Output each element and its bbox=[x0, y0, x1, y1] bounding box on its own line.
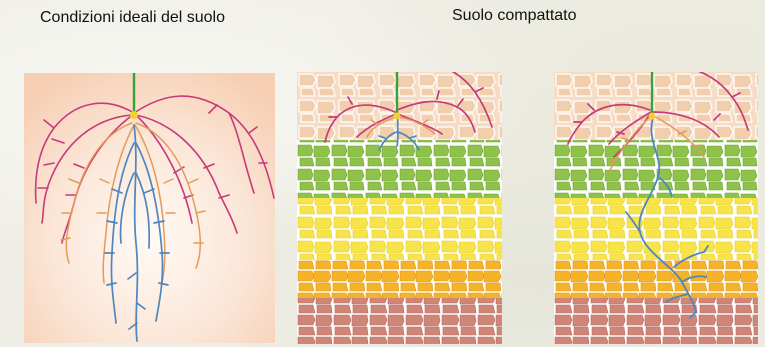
root-origin-dot bbox=[394, 113, 401, 120]
layer-brown bbox=[554, 298, 758, 344]
ideal-soil-background bbox=[24, 73, 275, 343]
layer-topsoil bbox=[297, 72, 502, 140]
ideal-soil-title: Condizioni ideali del suolo bbox=[40, 9, 225, 27]
ideal-soil-panel bbox=[24, 73, 275, 343]
root-origin-dot bbox=[130, 111, 138, 119]
root-origin-dot bbox=[649, 113, 656, 120]
compacted-soil-illustration-deep bbox=[554, 72, 758, 344]
compacted-soil-title: Suolo compattato bbox=[452, 7, 577, 25]
layer-yellow bbox=[554, 198, 758, 260]
layer-brown bbox=[297, 298, 502, 344]
compacted-soil-panel-shallow bbox=[297, 72, 502, 344]
layer-yellow bbox=[297, 198, 502, 260]
ideal-soil-illustration bbox=[24, 73, 275, 343]
layer-topsoil bbox=[554, 72, 758, 140]
layer-green bbox=[297, 140, 502, 198]
layer-orange bbox=[297, 260, 502, 298]
layer-orange bbox=[554, 260, 758, 298]
compacted-soil-panel-deep bbox=[554, 72, 758, 344]
compacted-soil-illustration-shallow bbox=[297, 72, 502, 344]
